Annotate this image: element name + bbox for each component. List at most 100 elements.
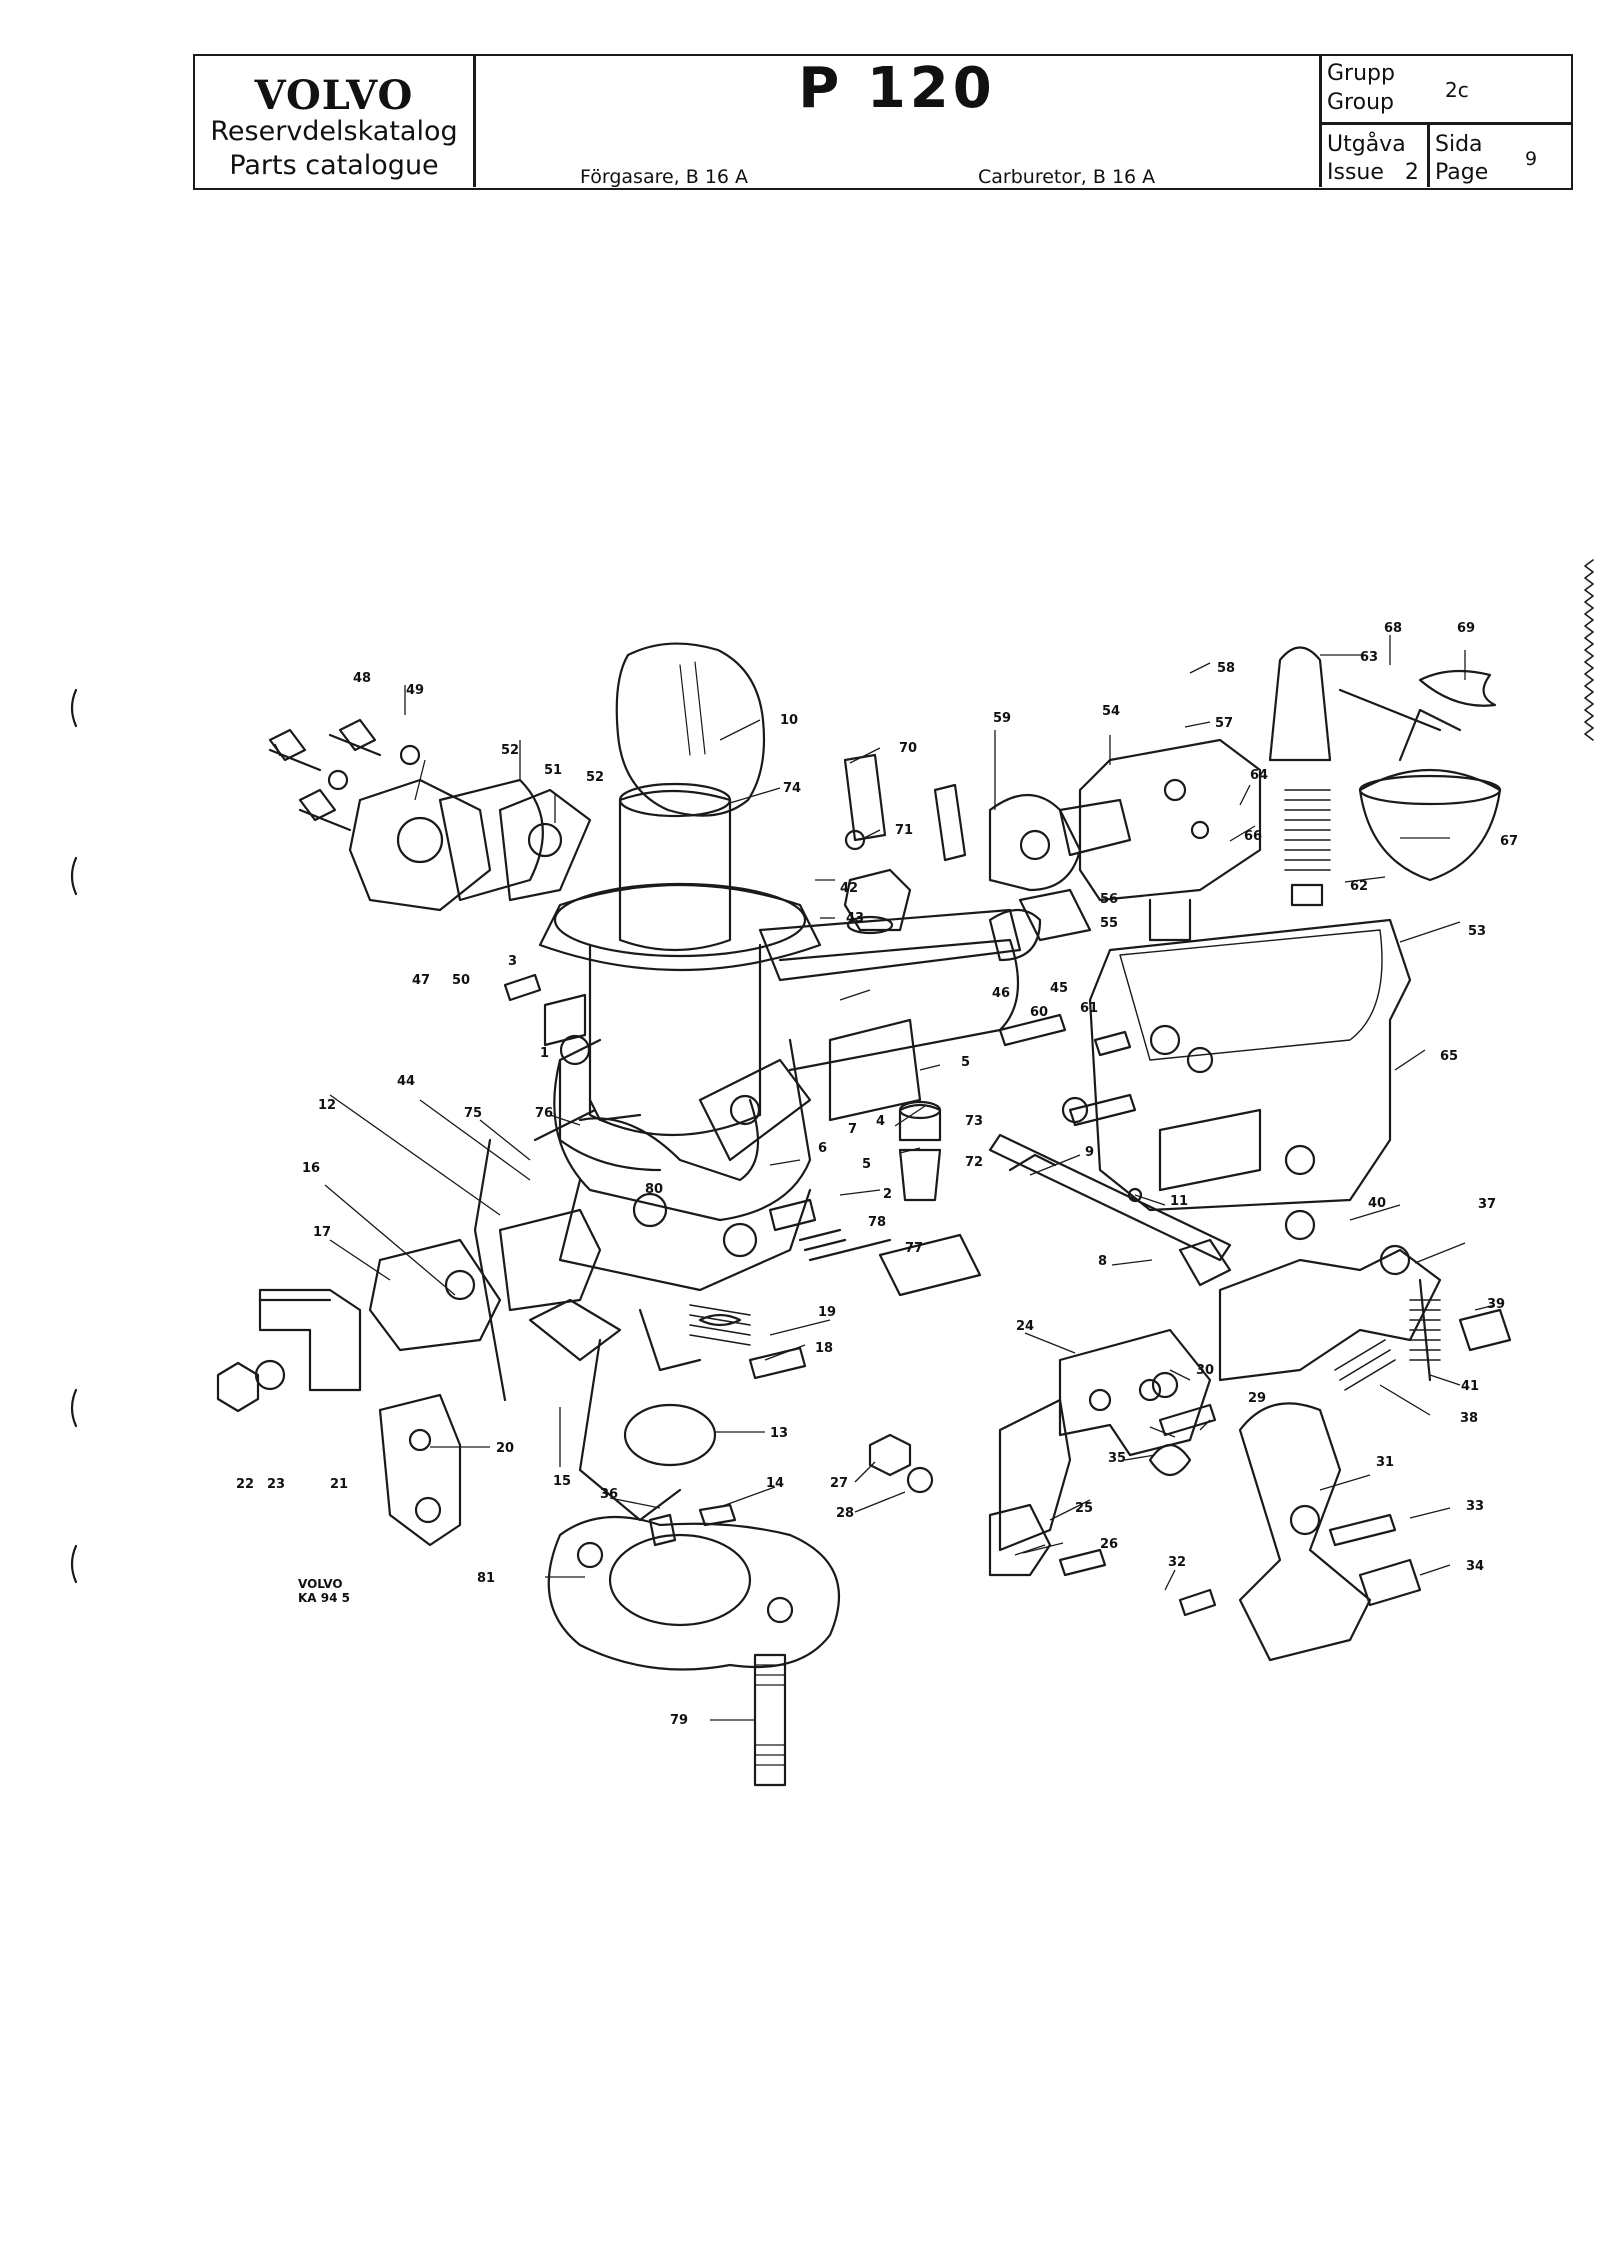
part-37-lever <box>1218 1248 1442 1382</box>
part-11-screw <box>1127 1187 1143 1203</box>
part-62-jet <box>1290 883 1324 907</box>
part-64-spring <box>1284 789 1331 871</box>
part-17-bracket <box>498 1208 602 1312</box>
part-30-washer <box>1151 1371 1179 1399</box>
group-value: 2c <box>1445 78 1469 102</box>
part-54-choke <box>1078 738 1262 902</box>
callout-38: 38 <box>1460 1411 1478 1426</box>
callout-73: 73 <box>965 1114 983 1129</box>
callout-46: 46 <box>992 986 1010 1001</box>
section-title-sv: Förgasare, B 16 A <box>580 166 749 188</box>
part-14-screw <box>698 1503 737 1527</box>
callout-18: 18 <box>815 1341 833 1356</box>
callout-47: 47 <box>412 973 430 988</box>
callout-39: 39 <box>1487 1297 1505 1312</box>
part-3-plug <box>503 973 542 1002</box>
callout-66: 66 <box>1244 829 1262 844</box>
catalog-title-en: Parts catalogue <box>229 150 439 181</box>
catalog-header: VOLVO Reservdelskatalog Parts catalogue … <box>193 54 1573 190</box>
part-8-shaft <box>988 1133 1232 1262</box>
callout-55: 55 <box>1100 916 1118 931</box>
callout-53: 53 <box>1468 924 1486 939</box>
callout-40: 40 <box>1368 1196 1386 1211</box>
part-19-spring <box>698 1313 742 1327</box>
callout-54: 54 <box>1102 704 1120 719</box>
part-38-spring <box>1334 1339 1396 1391</box>
callout-37: 37 <box>1478 1197 1496 1212</box>
part-40-washer <box>1284 1209 1316 1241</box>
binder-mark <box>70 688 78 728</box>
callout-63: 63 <box>1360 650 1378 665</box>
callout-5: 5 <box>961 1055 970 1070</box>
part-51-gasket <box>498 788 592 902</box>
part-21-bracket <box>258 1288 362 1392</box>
page-value: 9 <box>1525 148 1538 170</box>
part-75-bolt <box>533 1108 597 1142</box>
callout-5b: 5 <box>862 1157 871 1172</box>
part-16-lever <box>368 1238 502 1352</box>
callout-57: 57 <box>1215 716 1233 731</box>
part-36-screw <box>648 1513 677 1547</box>
part-34-stop-screw <box>1358 1558 1422 1607</box>
page-label-en: Page <box>1435 160 1489 185</box>
callout-74: 74 <box>783 781 801 796</box>
callout-8: 8 <box>1098 1254 1107 1269</box>
callout-34: 34 <box>1466 1559 1484 1574</box>
callout-labels: 1 2 3 4 5 5 6 7 8 9 10 11 12 13 14 15 16… <box>236 621 1518 1728</box>
part-9-spring <box>1008 1153 1057 1172</box>
drawing-code-line1: VOLVO <box>298 1577 343 1591</box>
part-60-screw <box>998 1013 1067 1047</box>
callout-65: 65 <box>1440 1049 1458 1064</box>
callout-67: 67 <box>1500 834 1518 849</box>
callout-43: 43 <box>846 911 864 926</box>
part-49-washer <box>399 744 421 766</box>
part-26-screw <box>1058 1548 1107 1577</box>
callout-76: 76 <box>535 1106 553 1121</box>
callout-1: 1 <box>540 1046 549 1061</box>
part-43-washer <box>846 915 894 935</box>
callout-35: 35 <box>1108 1451 1126 1466</box>
part-70-screw <box>843 753 887 842</box>
callout-26: 26 <box>1100 1537 1118 1552</box>
part-20-bracket <box>378 1393 462 1547</box>
part-80-boss <box>698 1058 812 1162</box>
part-59-gasket <box>988 793 1082 892</box>
part-1-inlet <box>543 993 587 1047</box>
part-67-float <box>1358 769 1502 882</box>
callout-17: 17 <box>313 1225 331 1240</box>
callout-11: 11 <box>1170 1194 1188 1209</box>
callout-48: 48 <box>353 671 371 686</box>
part-18-screw <box>748 1346 807 1380</box>
part-68-pin <box>1338 688 1442 732</box>
callout-50: 50 <box>452 973 470 988</box>
part-46-washer <box>988 908 1042 962</box>
part-45-banjo-bolt <box>1018 888 1092 942</box>
part-69-clip <box>1418 669 1497 707</box>
callout-70: 70 <box>899 741 917 756</box>
part-15-lever <box>528 1298 622 1362</box>
callout-31: 31 <box>1376 1455 1394 1470</box>
page-label-sv: Sida <box>1435 132 1483 157</box>
callout-36: 36 <box>600 1487 618 1502</box>
part-79-stud <box>753 1653 787 1787</box>
callout-56: 56 <box>1100 892 1118 907</box>
callout-52b: 52 <box>586 770 604 785</box>
callout-9: 9 <box>1085 1145 1094 1160</box>
brand-logo: VOLVO <box>254 72 414 119</box>
callout-21: 21 <box>330 1477 348 1492</box>
callout-7: 7 <box>848 1122 857 1137</box>
callout-10: 10 <box>780 713 798 728</box>
callout-59: 59 <box>993 711 1011 726</box>
callout-24: 24 <box>1016 1319 1034 1334</box>
callout-4: 4 <box>876 1114 885 1129</box>
callout-75: 75 <box>464 1106 482 1121</box>
part-71-washer <box>844 829 866 851</box>
callout-61: 61 <box>1080 1001 1098 1016</box>
part-53-float-chamber <box>1088 918 1412 1212</box>
part-73-valve <box>898 1103 942 1142</box>
callout-68: 68 <box>1384 621 1402 636</box>
group-label-sv: Grupp <box>1327 61 1395 86</box>
drawing-code-line2: KA 94 5 <box>298 1591 350 1605</box>
callout-23: 23 <box>267 1477 285 1492</box>
